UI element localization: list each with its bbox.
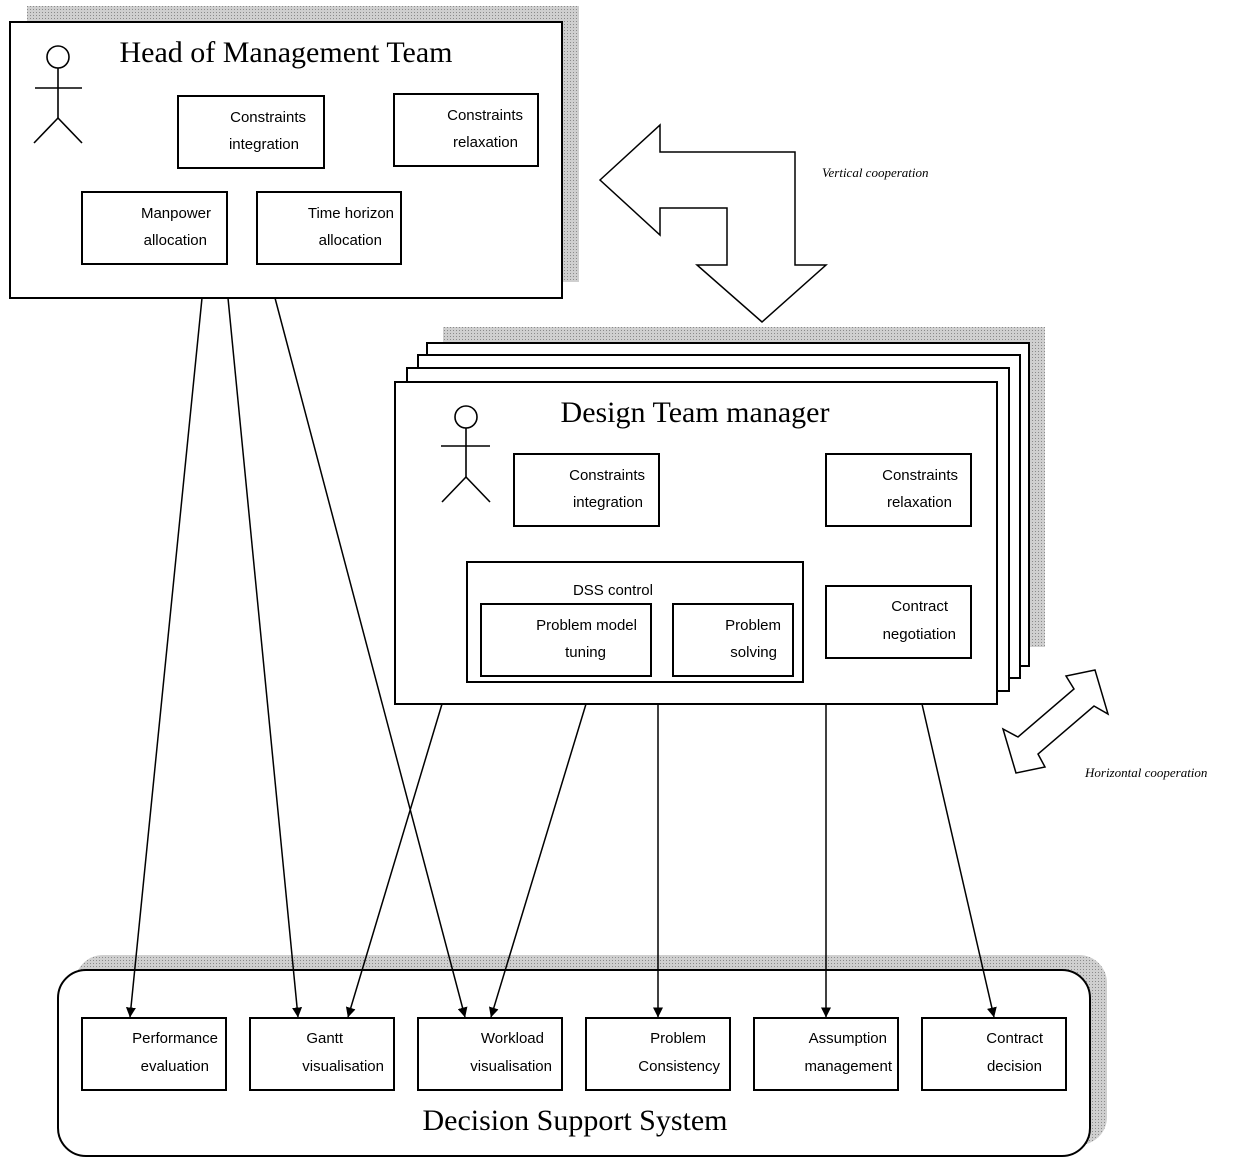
box-label-line1: Time horizon (308, 205, 394, 222)
module-label-line2: decision (987, 1058, 1042, 1075)
workload-visualisation-module: Workload visualisation (417, 1017, 563, 1091)
head-of-management-panel: Head of Management Team Constraints inte… (9, 6, 579, 299)
box-label-line2: integration (573, 494, 643, 511)
module-label-line1: Assumption (809, 1030, 887, 1047)
head-time-horizon-allocation-box: Time horizon allocation (256, 191, 402, 265)
gantt-visualisation-module: Gantt visualisation (249, 1017, 395, 1091)
horizontal-cooperation-arrow (1001, 669, 1110, 774)
design-contract-negotiation-box: Contract negotiation (825, 585, 972, 659)
box-label-line1: Constraints (882, 467, 958, 484)
assumption-management-module: Assumption management (753, 1017, 899, 1091)
head-actor-icon (33, 45, 83, 144)
module-label-line2: evaluation (141, 1058, 209, 1075)
module-label-line1: Contract (986, 1030, 1044, 1047)
design-constraints-integration-box: Constraints integration (513, 453, 660, 527)
head-constraints-relaxation-box: Constraints relaxation (393, 93, 539, 167)
dss-panel-title: Decision Support System (423, 1104, 728, 1137)
box-label-line2: allocation (144, 232, 207, 249)
box-label-line1: Problem model (536, 617, 637, 634)
module-label-line1: Performance (132, 1030, 218, 1047)
horizontal-cooperation-label: Horizontal cooperation (1084, 765, 1207, 780)
box-label-line2: tuning (565, 644, 606, 661)
problem-model-tuning-box: Problem model tuning (480, 603, 652, 677)
design-team-panel: Design Team manager Constraints integrat… (394, 327, 1045, 705)
head-to-performance-arrow (125, 297, 203, 1018)
design-to-gantt-arrow (345, 703, 443, 1018)
box-label-line1: Manpower (141, 205, 211, 222)
contract-decision-module: Contract decision (921, 1017, 1067, 1091)
decision-support-system-panel: Decision Support System Performance eval… (57, 955, 1107, 1157)
design-panel-title: Design Team manager (561, 396, 830, 429)
module-label-line1: Workload (481, 1030, 544, 1047)
module-label-line1: Problem (650, 1030, 706, 1047)
dss-panel-frame (57, 969, 1091, 1157)
design-constraints-relaxation-box: Constraints relaxation (825, 453, 972, 527)
head-constraints-integration-box: Constraints integration (177, 95, 325, 169)
head-panel-title: Head of Management Team (119, 36, 452, 69)
performance-evaluation-module: Performance evaluation (81, 1017, 227, 1091)
design-to-contract-decision-arrow (921, 703, 997, 1018)
box-label-line2: solving (730, 644, 777, 661)
vertical-cooperation-label: Vertical cooperation (822, 165, 929, 180)
box-label-line2: negotiation (883, 626, 956, 643)
problem-consistency-module: Problem Consistency (585, 1017, 731, 1091)
box-label-line1: Contract (891, 598, 949, 615)
design-to-workload-arrow (488, 703, 587, 1018)
box-label-line2: allocation (319, 232, 382, 249)
module-label-line2: visualisation (470, 1058, 552, 1075)
box-label-line2: relaxation (453, 134, 518, 151)
design-actor-icon (441, 405, 491, 503)
box-label-line2: integration (229, 136, 299, 153)
box-label-line1: Constraints (447, 107, 523, 124)
dss-control-group: DSS control Problem model tuning Problem… (466, 561, 804, 683)
dss-control-label: DSS control (573, 582, 653, 599)
problem-solving-box: Problem solving (672, 603, 794, 677)
module-label-line2: management (804, 1058, 892, 1075)
module-label-line2: Consistency (638, 1058, 720, 1075)
module-label-line2: visualisation (302, 1058, 384, 1075)
box-label-line1: Constraints (569, 467, 645, 484)
box-label-line2: relaxation (887, 494, 952, 511)
head-to-workload-arrow (274, 297, 468, 1018)
module-label-line1: Gantt (306, 1030, 344, 1047)
head-to-gantt-arrow (227, 297, 303, 1018)
box-label-line1: Problem (725, 617, 781, 634)
head-manpower-allocation-box: Manpower allocation (81, 191, 228, 265)
vertical-cooperation-arrow (598, 123, 828, 324)
connector-arrows (125, 297, 997, 1018)
box-label-line1: Constraints (230, 109, 306, 126)
